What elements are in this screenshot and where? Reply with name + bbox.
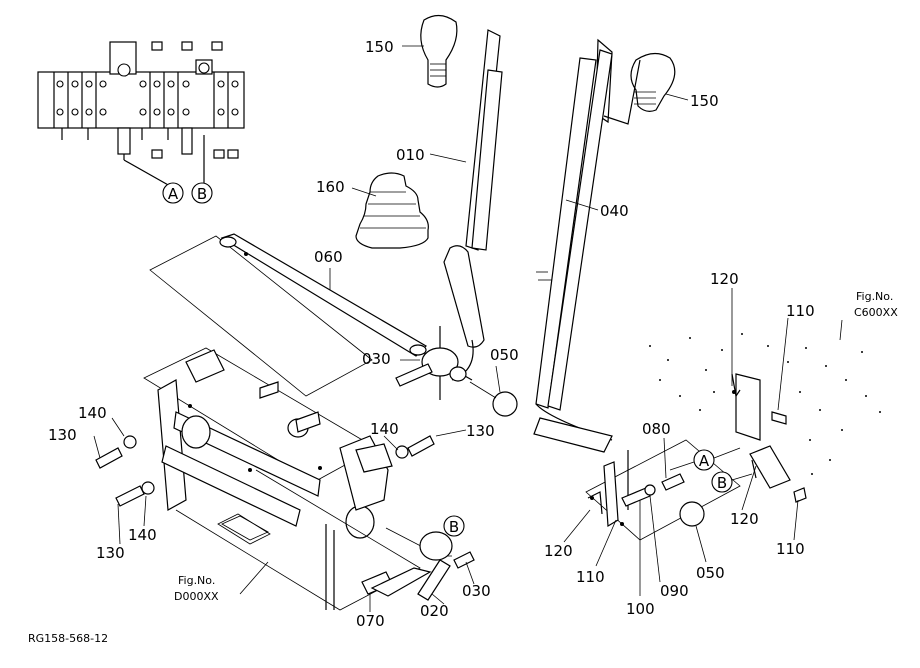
bushing-050-lower	[679, 501, 705, 527]
label-050-lower: 050	[696, 564, 725, 582]
leader-a-right-2	[713, 447, 741, 459]
label-060: 060	[314, 248, 343, 266]
label-080: 080	[642, 420, 671, 438]
label-100: 100	[626, 600, 655, 618]
fig-ref-title-left: Fig.No.	[178, 574, 215, 587]
base-frame	[143, 347, 421, 611]
drawing-code: RG158-568-12	[28, 632, 108, 645]
boot-160	[355, 172, 429, 249]
bushing-050-upper	[492, 391, 518, 417]
arm-020-hub	[419, 531, 453, 561]
label-140-lower: 140	[128, 526, 157, 544]
label-130-upper: 130	[48, 426, 77, 444]
callout-circle-a-right	[693, 449, 715, 471]
fig-ref-title-right: Fig.No.	[856, 290, 893, 303]
leader-lines	[93, 45, 843, 612]
label-130-center: 130	[466, 422, 495, 440]
label-120-top: 120	[710, 270, 739, 288]
label-150-left: 150	[365, 38, 394, 56]
label-110-left: 110	[576, 568, 605, 586]
callout-letter-a-right: A	[699, 452, 710, 470]
label-150-right: 150	[690, 92, 719, 110]
label-030-upper: 030	[362, 350, 391, 368]
shaft-060	[149, 233, 427, 397]
label-040: 040	[600, 202, 629, 220]
control-valve-inset: A B	[37, 41, 245, 204]
callout-letter-b-lower: B	[449, 518, 459, 536]
clevis-080	[661, 473, 685, 491]
grip-150-left	[420, 14, 458, 88]
label-140-center: 140	[370, 420, 399, 438]
label-140-upper: 140	[78, 404, 107, 422]
figure-ref-d000xx: Fig.No. D000XX	[174, 574, 219, 603]
callout-letter-a: A	[168, 185, 179, 203]
bracket-far-right	[731, 373, 807, 503]
callout-letter-b: B	[197, 185, 207, 203]
callout-circle-b	[191, 182, 213, 204]
bracket-assembly-right	[585, 439, 741, 541]
pin-030-lower	[453, 551, 475, 569]
label-120-right: 120	[730, 510, 759, 528]
stipple-area	[649, 333, 881, 475]
lever-010	[420, 14, 503, 381]
callout-circle-a	[162, 182, 184, 204]
washer-090	[644, 484, 656, 496]
label-020: 020	[420, 602, 449, 620]
bolts-left	[95, 435, 435, 507]
leader-a-right	[669, 461, 695, 471]
part-labels: 150 150 010 040 160 060 030 050 140 130 …	[48, 38, 815, 630]
figure-ref-c600xx: Fig.No. C600XX	[854, 290, 898, 319]
leader-b-right	[731, 473, 753, 481]
lever-040	[533, 38, 676, 453]
pin-030-upper	[395, 363, 433, 387]
fig-ref-code-right: C600XX	[854, 306, 898, 319]
label-110-top: 110	[786, 302, 815, 320]
callout-circle-b-right	[711, 471, 733, 493]
callout-circle-b-lower	[443, 515, 465, 537]
label-070: 070	[356, 612, 385, 630]
grip-150-right	[630, 52, 676, 112]
link-arm: B	[361, 515, 475, 601]
label-160: 160	[316, 178, 345, 196]
label-110-right: 110	[776, 540, 805, 558]
label-010: 010	[396, 146, 425, 164]
fig-ref-code-left: D000XX	[174, 590, 219, 603]
label-130-lower: 130	[96, 544, 125, 562]
label-030-lower: 030	[462, 582, 491, 600]
valve-ports	[56, 62, 239, 116]
lever-pivot-assembly	[395, 326, 518, 417]
label-090: 090	[660, 582, 689, 600]
callout-letter-b-right: B	[717, 474, 727, 492]
label-120-left: 120	[544, 542, 573, 560]
label-050-upper: 050	[490, 346, 519, 364]
